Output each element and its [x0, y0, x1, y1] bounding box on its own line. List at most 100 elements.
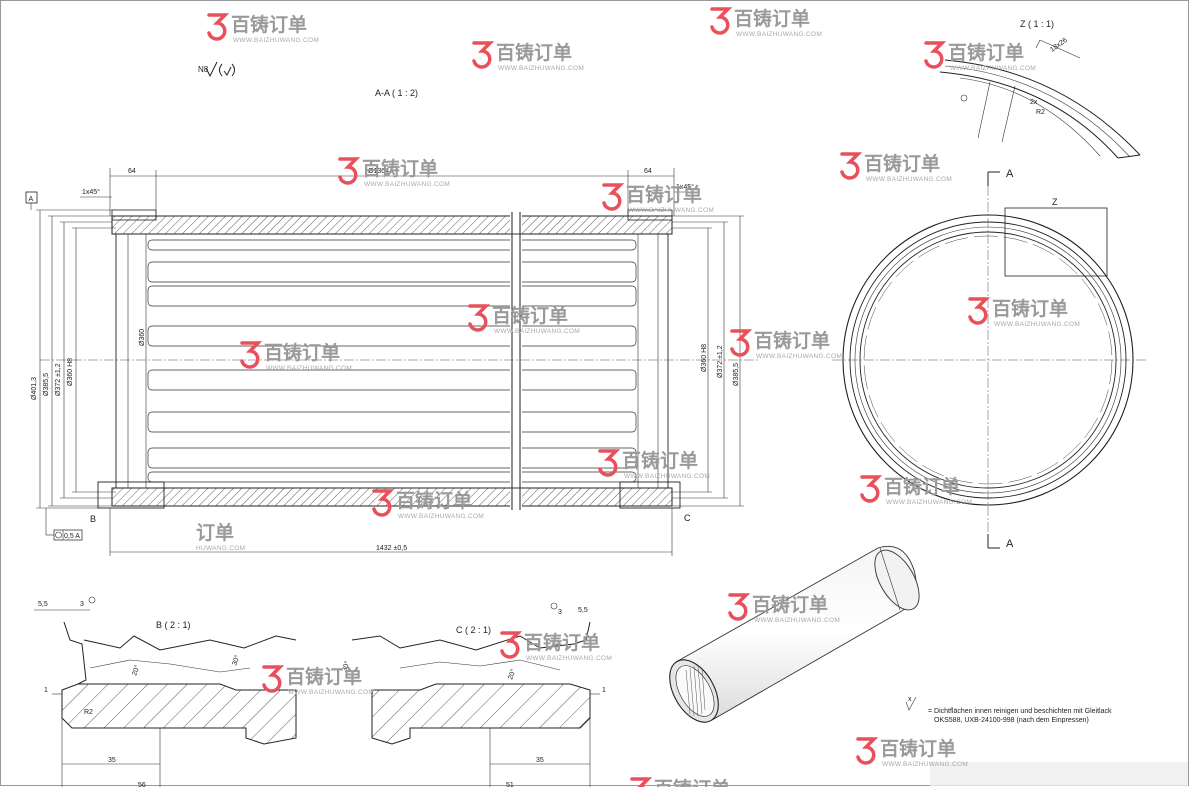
watermark-url: WWW.BAIZHUWANG.COM: [498, 65, 584, 72]
coating-note: x = Dichtflächen innen reinigen und besc…: [905, 696, 1112, 724]
watermark-title: 百铸订单: [264, 341, 340, 364]
end-view: A A Z: [832, 168, 1146, 550]
watermark-url: WWW.BAIZHUWANG.COM: [886, 499, 972, 506]
watermark-title: 百铸订单: [362, 157, 438, 180]
detail-b-view: B ( 2 : 1) 35 56 5,5 3 1 20° 30° R2: [34, 596, 297, 787]
b-dim-1: 1: [44, 687, 48, 694]
watermark-title: 百铸订单: [948, 41, 1024, 64]
groove-lines: [147, 239, 637, 483]
dim-d372-right: Ø372 ±1,2: [717, 345, 724, 378]
watermark-title: 百铸订单: [396, 489, 472, 512]
watermark-url: WWW.BAIZHUWANG.COM: [754, 617, 840, 624]
section-aa-title: A-A ( 1 : 2): [375, 88, 418, 98]
watermark-url: WWW.BAIZHUWANG.COM: [882, 761, 968, 768]
watermark-logo-icon: [710, 7, 733, 35]
watermark-logo-icon: [372, 489, 395, 517]
watermark-logo-icon: [968, 297, 991, 325]
watermark-url: WWW.BAIZHUWANG.COM: [526, 655, 612, 662]
watermark-title: 百铸订单: [524, 631, 600, 654]
watermark-title: 百铸订单: [864, 152, 940, 175]
watermark-logo-icon: [598, 449, 621, 477]
dim-chamfer-right: 1x45°: [676, 183, 694, 191]
watermark-logo-icon: [730, 329, 753, 357]
cut-a-top-label: A: [1006, 168, 1014, 180]
dim-d372-left: Ø372 ±1,2: [55, 363, 62, 396]
watermark-logo-icon: [840, 152, 863, 180]
watermark-logo-icon: [472, 41, 495, 69]
watermark-partial-title: 订单: [196, 521, 234, 544]
detail-c-title: C ( 2 : 1): [456, 625, 491, 635]
watermark-title: 百铸订单: [884, 475, 960, 498]
watermark-url: WWW.BAIZHUWANG.COM: [266, 365, 352, 372]
surface-symbol: N8: [198, 65, 209, 74]
watermark-url: WWW.BAIZHUWANG.COM: [288, 689, 374, 696]
note-line-1: = Dichtflächen innen reinigen und beschi…: [928, 708, 1112, 715]
watermark-url: WWW.BAIZHUWANG.COM: [994, 321, 1080, 328]
watermark-logo-icon: [500, 631, 523, 659]
top-wall-section: [111, 215, 673, 235]
watermark-partial-url: HUWANG.COM: [196, 545, 245, 552]
c-dim-35: 35: [536, 757, 544, 764]
watermark-title: 百铸订单: [754, 329, 830, 352]
watermark-url: WWW.BAIZHUWANG.COM: [233, 37, 319, 44]
detail-z-view: Z ( 1 : 1) 18x26 2x R2: [939, 19, 1141, 159]
dim-d360-mid: Ø360: [139, 329, 146, 346]
dim-d385-right: Ø385,5: [733, 363, 740, 386]
watermark-title: 百铸订单: [286, 665, 362, 688]
c-dim-51: 51: [506, 782, 514, 787]
datum-b-label: B: [90, 514, 96, 524]
detail-z-marker-label: Z: [1052, 197, 1058, 207]
detail-c-view: C ( 2 : 1) 35 51 5,5 3 1 20° 30°: [340, 602, 606, 787]
b-dim-3: 3: [80, 601, 84, 608]
b-dim-5-5: 5,5: [38, 601, 48, 608]
blurred-title-block: [930, 762, 1188, 786]
datum-a-label: A: [29, 196, 34, 203]
watermark-title: 百铸订单: [496, 41, 572, 64]
z-dim-18x26: 18x26: [1049, 37, 1069, 54]
b-dim-20: 20°: [130, 664, 141, 677]
watermark-logo-icon: [924, 41, 947, 69]
watermark-layer: 百铸订单WWW.BAIZHUWANG.COM百铸订单WWW.BAIZHUWANG…: [196, 7, 1080, 787]
c-dim-20: 20°: [506, 668, 517, 681]
watermark-url: WWW.BAIZHUWANG.COM: [866, 176, 952, 183]
watermark-title: 百铸订单: [880, 737, 956, 760]
dim-overall-length: 1432 ±0,5: [376, 545, 407, 552]
watermark-url: WWW.BAIZHUWANG.COM: [756, 353, 842, 360]
detail-b-title: B ( 2 : 1): [156, 620, 191, 630]
detail-b-section: [61, 683, 297, 745]
watermark-logo-icon: [860, 475, 883, 503]
tolerance-frame-value: 0,5 A: [64, 533, 80, 540]
dim-d385-left: Ø385,5: [43, 373, 50, 396]
dim-chamfer-left: 1x45°: [82, 188, 100, 196]
watermark-logo-icon: [856, 737, 879, 765]
cut-a-bottom-label: A: [1006, 538, 1014, 550]
watermark-url: WWW.BAIZHUWANG.COM: [364, 181, 450, 188]
z-dim-2x: 2x: [1030, 99, 1038, 106]
z-dim-r2: R2: [1036, 109, 1045, 116]
section-aa-view: A-A ( 1 : 2) N8: [25, 61, 760, 556]
c-dim-5-5: 5,5: [578, 607, 588, 614]
dim-d360-left: Ø360 H8: [67, 358, 74, 386]
watermark-logo-icon: [240, 341, 263, 369]
detail-z-marker: [1004, 207, 1108, 277]
dim-d401: Ø401,3: [31, 377, 38, 400]
dim-right-64: 64: [644, 168, 652, 175]
watermark-title: 百铸订单: [752, 593, 828, 616]
watermark-logo-icon: [262, 665, 285, 693]
